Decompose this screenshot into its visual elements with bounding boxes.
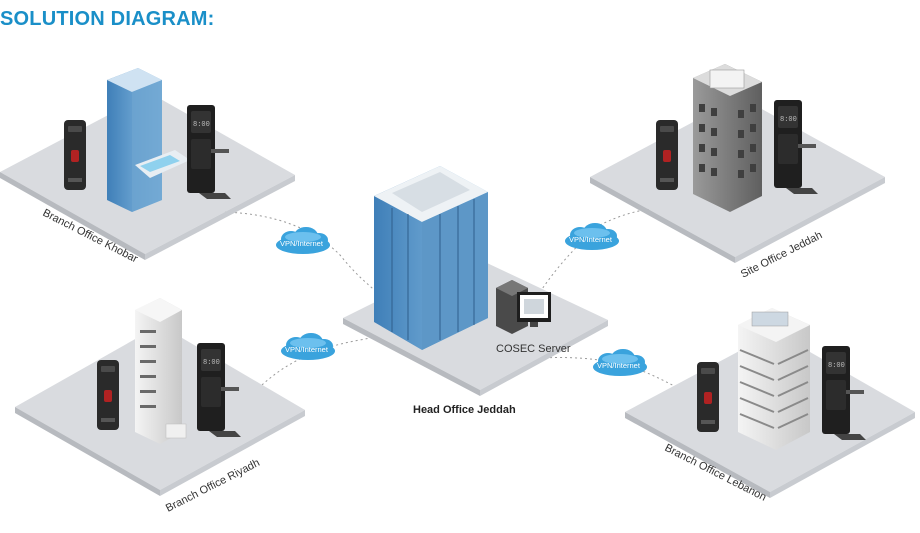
link-line-jeddah [539, 207, 661, 293]
link-line-riyadh [261, 334, 396, 386]
riyadh-card-reader [97, 360, 119, 430]
khobar-card-reader [64, 120, 86, 190]
cloud-label-riyadh: VPN/Internet [285, 345, 329, 354]
cloud-lebanon: VPN/Internet [593, 349, 647, 376]
cloud-riyadh: VPN/Internet [281, 333, 335, 360]
jeddah-site-card-reader [656, 120, 678, 190]
head-office-jeddah: COSEC Server Head Office Jeddah [343, 166, 608, 416]
khobar-building [107, 68, 190, 212]
cloud-label-khobar: VPN/Internet [280, 239, 324, 248]
riyadh-building [135, 298, 187, 444]
branch-office-riyadh: Branch Office Riyadh [15, 298, 305, 515]
cloud-label-lebanon: VPN/Internet [597, 361, 641, 370]
lebanon-building [738, 308, 810, 450]
lebanon-card-reader [697, 362, 719, 432]
head-office-building [374, 166, 488, 350]
cosec-server [496, 280, 551, 334]
jeddah-site-building [693, 64, 762, 212]
head-office-label: Head Office Jeddah [413, 404, 516, 416]
branch-office-lebanon: Branch Office Lebanon [625, 308, 915, 504]
diagram-title: SOLUTION DIAGRAM: [0, 8, 215, 30]
cloud-khobar: VPN/Internet [276, 227, 330, 254]
branch-office-khobar: Branch Office Khobar [0, 68, 295, 265]
link-line-khobar [224, 211, 386, 299]
server-label: COSEC Server [496, 343, 571, 355]
site-office-jeddah: Site Office Jeddah [590, 64, 885, 281]
cloud-label-jeddah-site: VPN/Internet [569, 235, 613, 244]
cloud-jeddah-site: VPN/Internet [565, 223, 619, 250]
